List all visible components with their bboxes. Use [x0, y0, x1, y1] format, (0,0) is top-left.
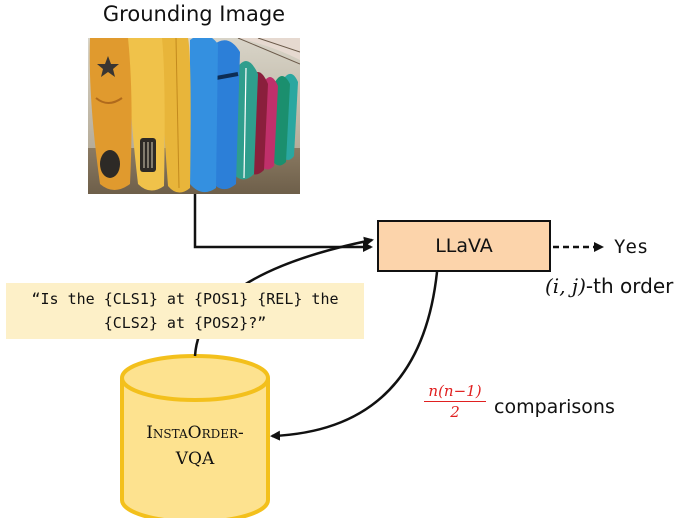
llava-label: LLaVA	[435, 235, 493, 257]
order-suffix: -th order	[585, 274, 674, 298]
database-cylinder	[120, 354, 270, 518]
grounding-image-title: Grounding Image	[102, 2, 286, 26]
dataset-label-line-2: VQA	[175, 449, 215, 469]
fraction-denominator: 2	[450, 403, 460, 421]
order-index: (i, j)	[545, 274, 586, 298]
comparisons-label: comparisons	[494, 396, 615, 418]
question-line-1: “Is the {CLS1} at {POS1} {REL} the	[31, 290, 339, 308]
dataset-label-line-1: InstaOrder-	[146, 423, 244, 443]
dataset-label: InstaOrder- VQA	[122, 420, 268, 472]
llava-to-database-arrow	[270, 271, 439, 441]
order-label: (i, j)-th order	[545, 274, 673, 298]
llava-box: LLaVA	[377, 220, 551, 272]
grounding-image	[88, 38, 300, 194]
answer-yes: Yes	[614, 236, 649, 258]
comparison-count-fraction: n(n−1) 2	[424, 382, 486, 421]
image-to-llava-arrow	[193, 194, 373, 252]
fraction-numerator: n(n−1)	[424, 382, 486, 402]
question-template-box: “Is the {CLS1} at {POS1} {REL} the {CLS2…	[6, 283, 364, 339]
question-line-2: {CLS2} at {POS2}?”	[103, 314, 267, 332]
